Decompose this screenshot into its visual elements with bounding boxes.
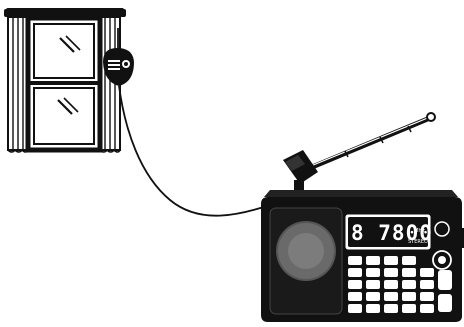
display-stereo: STEREO bbox=[408, 239, 428, 245]
telescopic-antenna-icon bbox=[283, 113, 435, 190]
radio-display: 8 7800 MHz STEREO bbox=[345, 214, 433, 250]
speaker-grille bbox=[270, 208, 342, 314]
radio-icon: 8 7800 MHz STEREO bbox=[261, 190, 464, 322]
left-curtain bbox=[8, 17, 28, 152]
window-icon bbox=[4, 8, 126, 152]
display-unit: MHz bbox=[414, 228, 425, 234]
window-frame bbox=[28, 18, 100, 150]
